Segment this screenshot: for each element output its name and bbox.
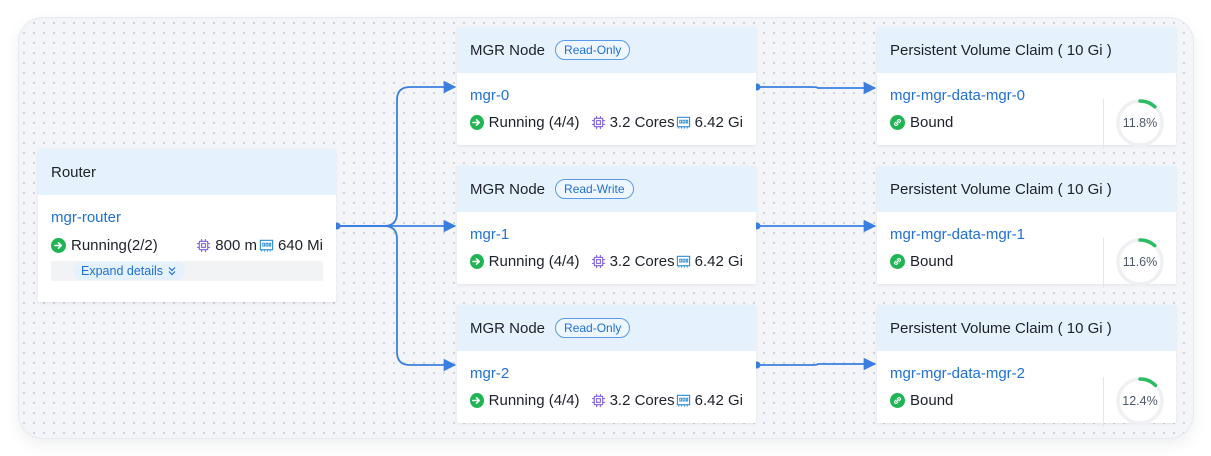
pvc-title: Persistent Volume Claim ( 10 Gi )	[890, 180, 1112, 198]
mgr-node-name-link[interactable]: mgr-1	[470, 226, 510, 243]
mgr-node-cpu: 3.2 Cores	[609, 392, 675, 409]
pvc-card[interactable]: Persistent Volume Claim ( 10 Gi ) mgr-mg…	[877, 166, 1176, 288]
pvc-usage-value: 12.4%	[1122, 394, 1158, 408]
router-name-link[interactable]: mgr-router	[51, 209, 122, 226]
pvc-name-link[interactable]: mgr-mgr-data-mgr-1	[890, 226, 1026, 243]
memory-icon	[259, 238, 274, 253]
mgr-node-memory: 6.42 Gi	[694, 114, 743, 131]
mgr-node-role-tag: Read-Write	[555, 179, 634, 199]
mgr-node-card[interactable]: MGR Node Read-Only mgr-0 Running (4/4) 3…	[457, 27, 756, 145]
bound-link-icon	[890, 254, 905, 269]
mgr-node-header: MGR Node Read-Write	[457, 166, 756, 212]
router-status: Running(2/2)	[71, 237, 158, 254]
mgr-node-name-link[interactable]: mgr-2	[470, 365, 510, 382]
memory-icon	[676, 393, 691, 408]
mgr-node-title: MGR Node	[470, 180, 546, 198]
memory-icon	[676, 254, 691, 269]
mgr-node-header: MGR Node Read-Only	[457, 27, 756, 73]
running-check-icon	[470, 254, 484, 269]
expand-details-button[interactable]: Expand details	[73, 262, 186, 280]
mgr-node-status: Running (4/4)	[488, 253, 580, 270]
pvc-header: Persistent Volume Claim ( 10 Gi )	[877, 305, 1176, 351]
mgr-node-memory: 6.42 Gi	[694, 392, 743, 409]
pvc-status: Bound	[910, 253, 954, 270]
pvc-status: Bound	[910, 114, 954, 131]
mgr-node-role-tag: Read-Only	[555, 40, 631, 60]
mgr-node-role-tag: Read-Only	[555, 318, 631, 338]
bound-link-icon	[890, 393, 905, 408]
memory-icon	[676, 115, 691, 130]
mgr-node-card[interactable]: MGR Node Read-Only mgr-2 Running (4/4) 3…	[457, 305, 756, 423]
cpu-chip-icon	[591, 393, 606, 408]
router-memory: 640 Mi	[277, 237, 323, 254]
cpu-chip-icon	[196, 238, 211, 253]
pvc-usage-gauge: 12.4%	[1115, 376, 1165, 426]
mgr-node-status: Running (4/4)	[488, 392, 580, 409]
running-check-icon	[51, 238, 66, 253]
pvc-usage-arc	[1116, 377, 1164, 425]
running-check-icon	[470, 393, 484, 408]
mgr-node-name-link[interactable]: mgr-0	[470, 87, 510, 104]
pvc-status: Bound	[910, 392, 954, 409]
bound-link-icon	[890, 115, 905, 130]
mgr-node-card[interactable]: MGR Node Read-Write mgr-1 Running (4/4) …	[457, 166, 756, 284]
mgr-node-memory: 6.42 Gi	[694, 253, 743, 270]
pvc-header: Persistent Volume Claim ( 10 Gi )	[877, 27, 1176, 73]
pvc-header: Persistent Volume Claim ( 10 Gi )	[877, 166, 1176, 212]
pvc-name-link[interactable]: mgr-mgr-data-mgr-0	[890, 87, 1026, 104]
mgr-node-title: MGR Node	[470, 41, 546, 59]
expand-details-label: Expand details	[81, 264, 164, 278]
mgr-node-cpu: 3.2 Cores	[609, 114, 675, 131]
expand-details-bar: Expand details	[51, 261, 323, 281]
pvc-divider	[1103, 99, 1104, 149]
pvc-title: Persistent Volume Claim ( 10 Gi )	[890, 319, 1112, 337]
mgr-node-status: Running (4/4)	[488, 114, 580, 131]
mgr-node-cpu: 3.2 Cores	[609, 253, 675, 270]
pvc-name-link[interactable]: mgr-mgr-data-mgr-2	[890, 365, 1026, 382]
pvc-usage-gauge: 11.6%	[1115, 237, 1165, 287]
cpu-chip-icon	[591, 115, 606, 130]
pvc-usage-value: 11.8%	[1122, 116, 1158, 130]
router-cpu: 800 m	[215, 237, 257, 254]
mgr-node-title: MGR Node	[470, 319, 546, 337]
pvc-usage-arc	[1116, 99, 1164, 147]
pvc-card[interactable]: Persistent Volume Claim ( 10 Gi ) mgr-mg…	[877, 305, 1176, 427]
router-card[interactable]: Router mgr-router Running(2/2) 800 m 640…	[38, 149, 336, 302]
running-check-icon	[470, 115, 484, 130]
pvc-usage-gauge: 11.8%	[1115, 98, 1165, 148]
cpu-chip-icon	[591, 254, 606, 269]
router-title: Router	[51, 163, 97, 181]
pvc-card[interactable]: Persistent Volume Claim ( 10 Gi ) mgr-mg…	[877, 27, 1176, 149]
pvc-divider	[1103, 238, 1104, 288]
pvc-usage-value: 11.6%	[1122, 255, 1158, 269]
double-chevron-down-icon	[167, 266, 177, 276]
pvc-title: Persistent Volume Claim ( 10 Gi )	[890, 41, 1112, 59]
pvc-usage-arc	[1116, 238, 1164, 286]
pvc-divider	[1103, 377, 1104, 427]
mgr-node-header: MGR Node Read-Only	[457, 305, 756, 351]
router-card-header: Router	[38, 149, 336, 195]
